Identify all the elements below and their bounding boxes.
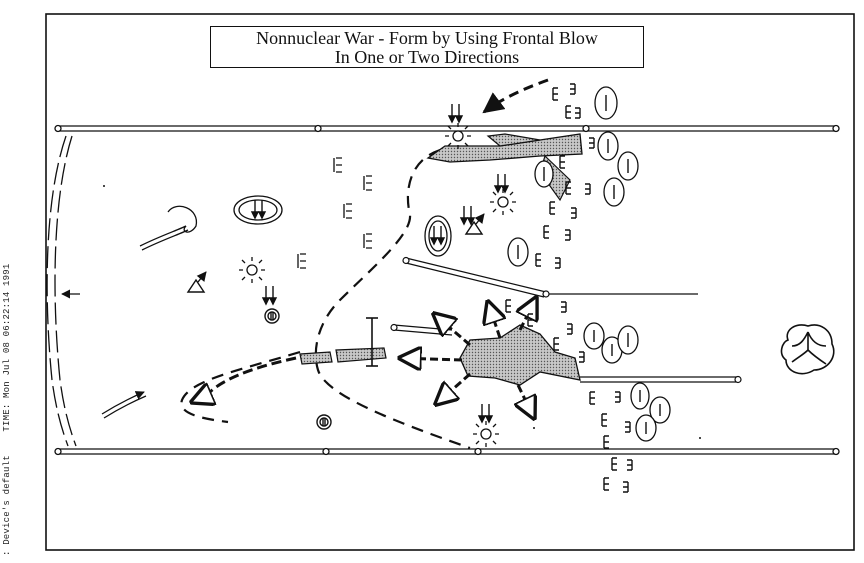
boundary-top xyxy=(54,124,840,133)
thrust-north-branch xyxy=(486,133,541,147)
thrust-center-star xyxy=(459,324,581,386)
air-approach-arrow xyxy=(482,78,549,114)
triangle-flag-icon xyxy=(186,213,485,293)
boundary-bottom xyxy=(54,447,840,456)
circle-target-icon xyxy=(264,308,332,430)
title-line-1: Nonnuclear War - Form by Using Frontal B… xyxy=(256,28,598,48)
unit-mark-icon xyxy=(297,157,372,269)
left-loop-arrows xyxy=(101,205,197,419)
crossed-axes-icon xyxy=(780,324,835,375)
front-dashed-line xyxy=(314,148,471,450)
comb-mark-icon xyxy=(505,83,633,493)
diagram-title: Nonnuclear War - Form by Using Frontal B… xyxy=(210,26,644,68)
left-flank-line xyxy=(46,135,80,447)
double-arrow-down-icon xyxy=(250,104,510,424)
oval-unit-icon xyxy=(517,95,661,434)
sun-burst-icon xyxy=(239,123,516,447)
flank-dashed-arc xyxy=(180,350,301,424)
thrust-west xyxy=(192,347,387,402)
blocking-bracket xyxy=(366,317,378,367)
scatter-dots xyxy=(103,185,701,439)
position-ovals xyxy=(233,195,452,257)
map-frame xyxy=(45,13,855,551)
title-line-2: In One or Two Directions xyxy=(334,47,520,67)
